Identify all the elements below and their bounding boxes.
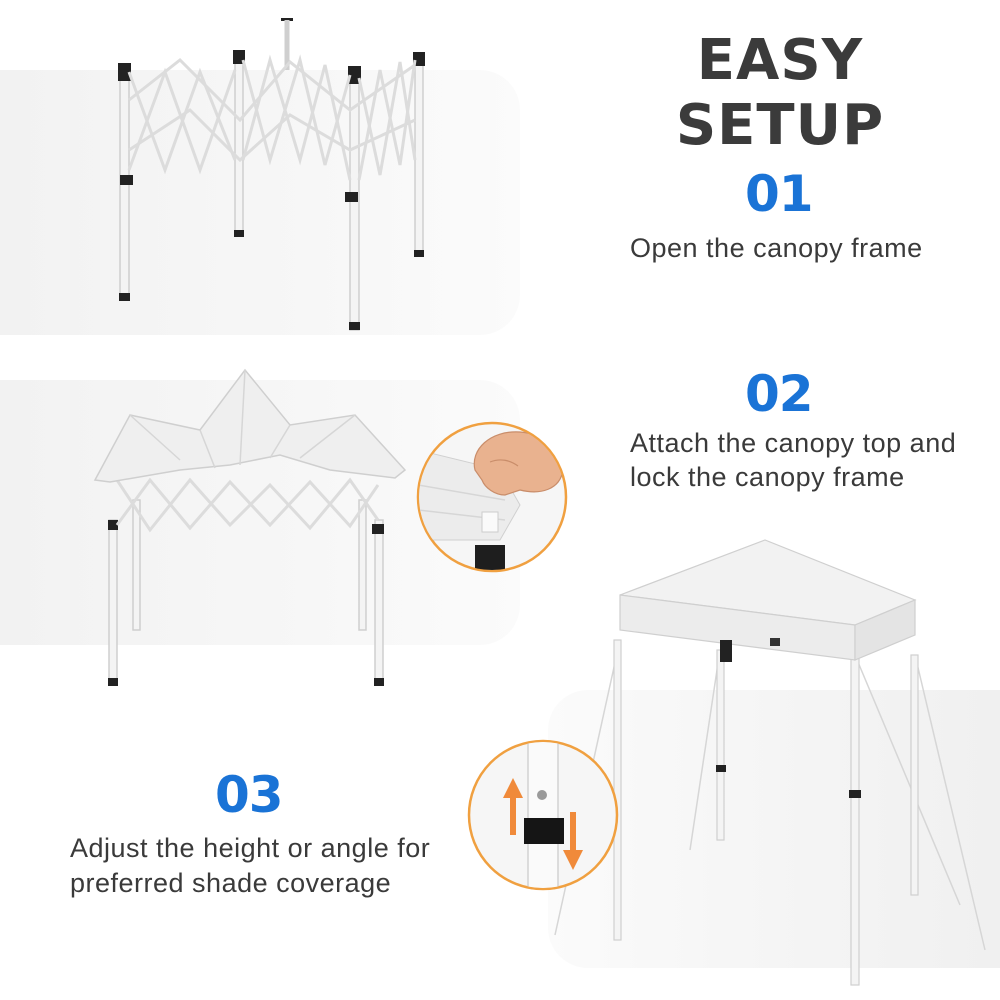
open-frame-illustration xyxy=(118,18,425,331)
height-adjust-detail-inset xyxy=(467,739,619,891)
velcro-detail-inset xyxy=(416,421,568,573)
step3-number: 03 xyxy=(215,766,284,824)
page-heading: EASY SETUP xyxy=(675,28,885,158)
step1-number: 01 xyxy=(745,165,814,223)
step1-text: Open the canopy frame xyxy=(630,233,923,263)
canopy-draped-illustration xyxy=(93,368,407,686)
step2-number: 02 xyxy=(745,365,814,423)
step3-text-line1: Adjust the height or angle for xyxy=(70,833,431,863)
down-arrow-icon xyxy=(563,812,583,870)
finished-canopy-illustration xyxy=(554,539,986,986)
step2-text-line1: Attach the canopy top and xyxy=(630,428,957,458)
step1-background-panel xyxy=(0,70,520,335)
step3-background-panel xyxy=(548,690,1000,968)
step3-text-line2: preferred shade coverage xyxy=(70,868,392,898)
up-arrow-icon xyxy=(503,778,523,835)
step2-text-line2: lock the canopy frame xyxy=(630,462,905,492)
